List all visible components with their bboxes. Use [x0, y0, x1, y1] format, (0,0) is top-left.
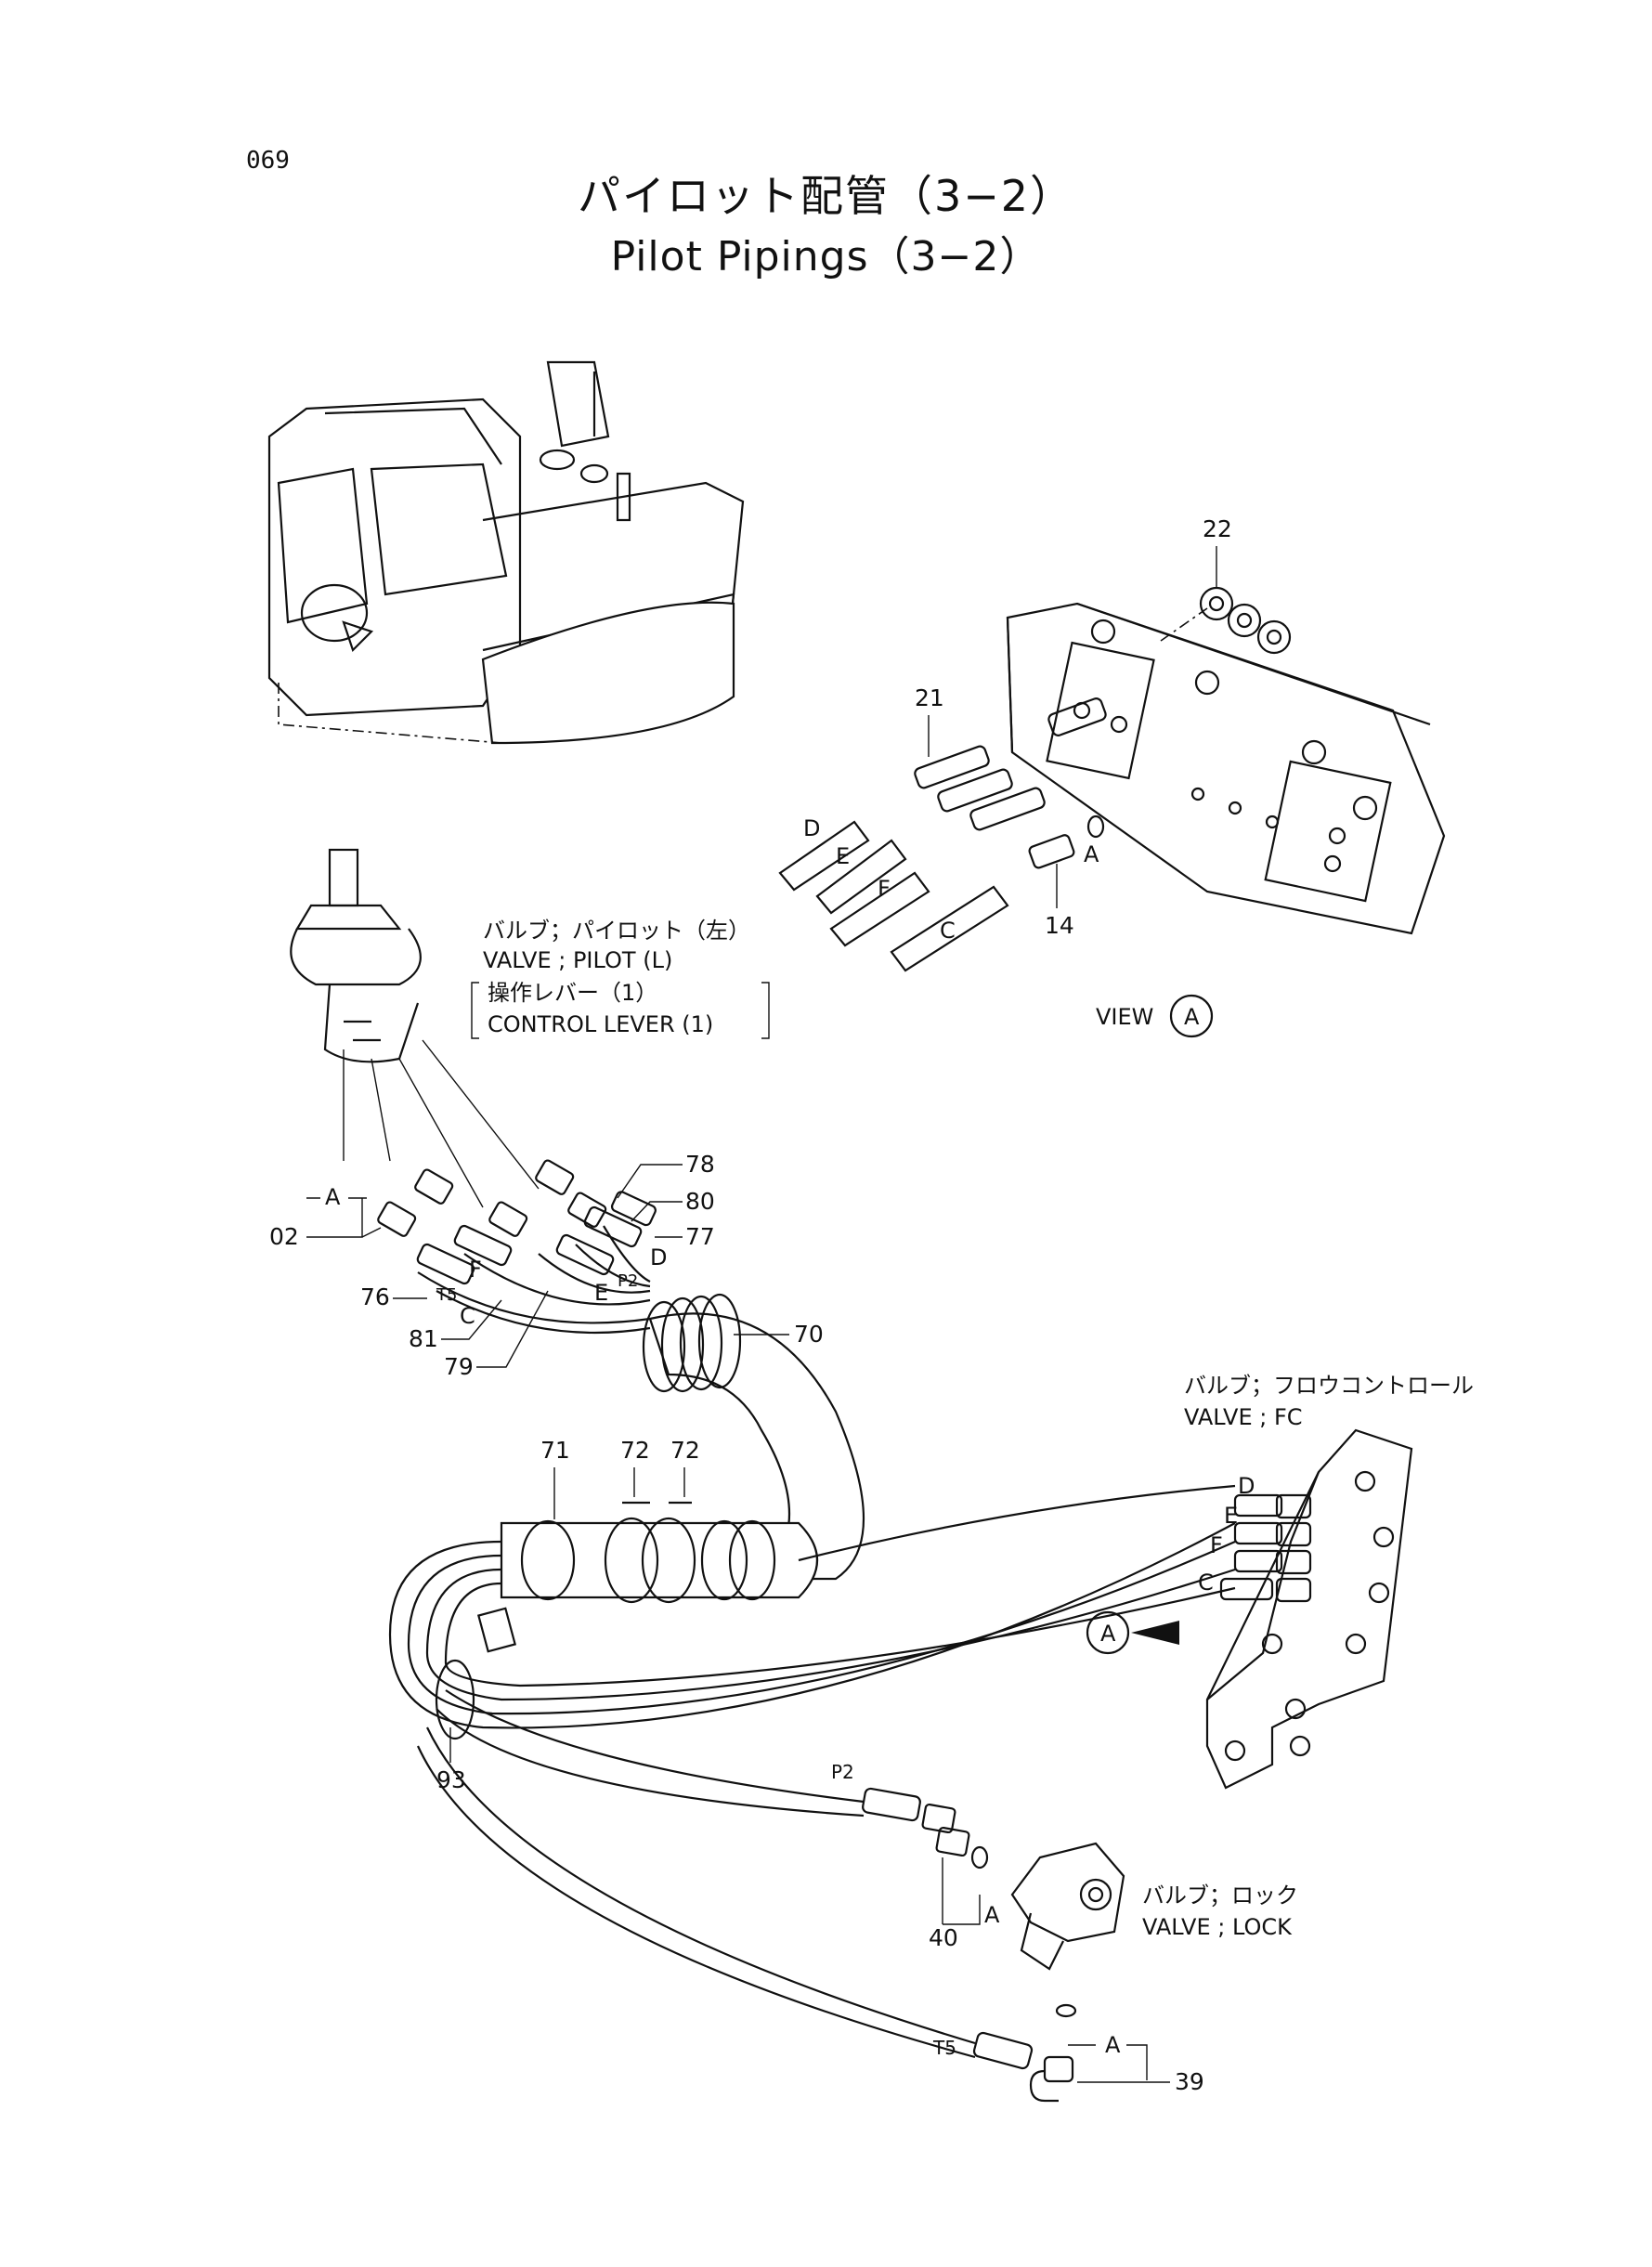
view-port-f: F [878, 876, 891, 902]
pilot-valve-illustration [290, 848, 540, 1208]
arrow-a-circle [1086, 1610, 1130, 1655]
fc-valve-label-en: VALVE ; FC [1184, 1404, 1303, 1430]
pilot-port-c: C [460, 1303, 475, 1329]
p2-hose-end-and-fittings-40 [862, 1787, 989, 1870]
part-number-81: 81 [409, 1325, 438, 1352]
pilot-hoses-bundle [416, 1191, 657, 1335]
pilot-port-d: D [650, 1244, 667, 1270]
part-number-76: 76 [360, 1283, 390, 1310]
view-a-bracket-illustration [1006, 602, 1446, 935]
view-a-hose-ends [778, 814, 1105, 972]
hose-port-p2: P2 [831, 1761, 854, 1783]
fc-port-e: E [1224, 1503, 1238, 1529]
long-hose-runs [388, 1484, 1236, 2059]
control-lever-label-jp: 操作レバー（1） [488, 980, 657, 1006]
t5-hose-end [972, 2031, 1034, 2070]
view-a-circle-letter: A [1184, 1004, 1200, 1030]
lock-port-a-lower: A [1105, 2032, 1121, 2058]
part-number-80: 80 [685, 1188, 715, 1215]
excavator-overview-illustration [267, 360, 745, 745]
pilot-port-t5: T5 [436, 1285, 457, 1305]
part-number-71: 71 [540, 1437, 570, 1464]
part-number-02: 02 [269, 1223, 299, 1250]
part-22-washers [1160, 586, 1292, 655]
part-number-21: 21 [915, 684, 944, 711]
view-direction-arrow-icon [1131, 1621, 1179, 1645]
page-title-japanese: パイロット配管（3−2） [577, 171, 1075, 221]
lock-valve-illustration [1010, 1842, 1125, 2103]
part-number-22: 22 [1203, 515, 1232, 542]
part-21-fittings [914, 697, 1107, 831]
view-a-circle [1169, 994, 1214, 1038]
fc-port-d: D [1238, 1473, 1255, 1499]
band-clamp-93 [435, 1607, 517, 1740]
part-number-72-a: 72 [620, 1437, 650, 1464]
pilot-valve-elbow-fittings [377, 1159, 607, 1237]
view-label: VIEW [1096, 1004, 1153, 1030]
fc-port-f: F [1210, 1532, 1223, 1558]
view-port-c: C [940, 918, 956, 944]
pilot-valve-label-jp: バルブ；パイロット（左） [483, 918, 750, 944]
part-number-70: 70 [794, 1321, 824, 1348]
arrow-a-circle-letter: A [1100, 1621, 1116, 1647]
pilot-valve-label-en: VALVE ; PILOT (L) [483, 947, 672, 973]
pilot-port-p2: P2 [618, 1271, 638, 1291]
view-port-a: A [1084, 841, 1099, 867]
view-port-e: E [836, 843, 850, 869]
fc-port-c: C [1198, 1570, 1214, 1596]
lock-port-a-upper: A [984, 1902, 1000, 1928]
part-number-79: 79 [444, 1353, 474, 1380]
grommet-and-main-hose [642, 1293, 865, 1581]
page-number: 069 [246, 147, 290, 175]
lock-valve-label-jp: バルブ；ロック [1142, 1883, 1298, 1909]
lock-valve-label-en: VALVE ; LOCK [1142, 1914, 1293, 1940]
view-port-d: D [803, 815, 820, 841]
part-number-78: 78 [685, 1151, 715, 1178]
hose-clamps [500, 1501, 818, 1604]
fc-valve-label-jp: バルブ；フロウコントロール [1184, 1373, 1474, 1399]
fc-valve-illustration [1205, 1428, 1413, 1790]
part-number-93: 93 [436, 1766, 466, 1793]
control-lever-label-en: CONTROL LEVER (1) [488, 1011, 713, 1037]
part-number-39: 39 [1175, 2068, 1204, 2095]
part-number-14: 14 [1045, 912, 1074, 939]
pilot-port-a: A [325, 1184, 341, 1210]
part-number-40: 40 [929, 1924, 958, 1951]
part-number-77: 77 [685, 1223, 715, 1250]
page-title-english: Pilot Pipings（3−2） [610, 233, 1042, 280]
hose-port-t5: T5 [932, 2037, 956, 2059]
part-number-72-b: 72 [670, 1437, 700, 1464]
pilot-port-e: E [594, 1280, 608, 1306]
pilot-port-f: F [469, 1257, 482, 1283]
